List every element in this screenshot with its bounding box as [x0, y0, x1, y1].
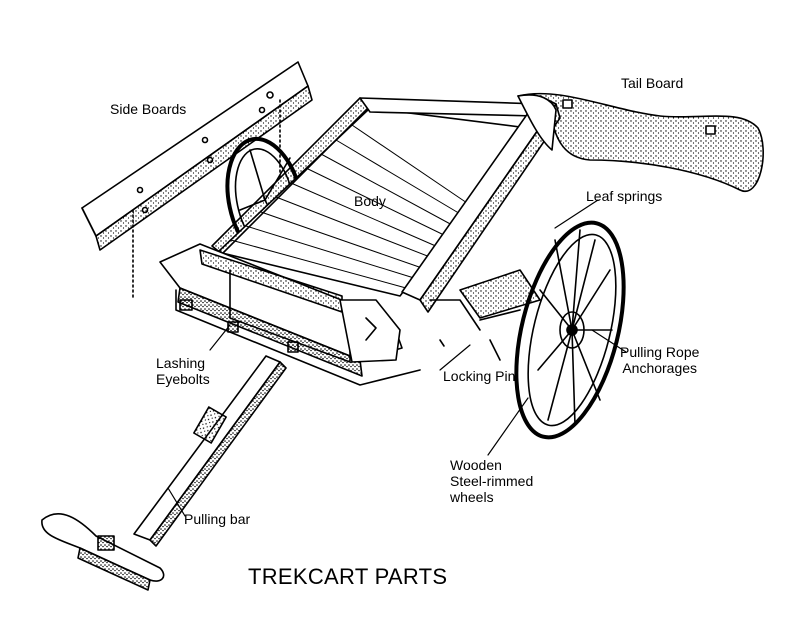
label-wooden-wheels-line2: Steel-rimmed: [450, 473, 534, 489]
label-wooden-wheels-line3: wheels: [450, 489, 494, 505]
label-leaf-springs: Leaf springs: [586, 188, 663, 204]
leader-lines: [167, 199, 627, 517]
label-pulling-rope-line1: Pulling Rope: [620, 344, 700, 360]
label-tail-board: Tail Board: [621, 75, 684, 91]
front-board-part: [159, 243, 481, 386]
leaf-spring-part: [459, 269, 541, 361]
label-wooden-wheels-line1: Wooden: [450, 457, 502, 473]
label-body: Body: [354, 193, 386, 209]
label-pulling-bar: Pulling bar: [184, 511, 251, 527]
label-lashing-eyebolts-line1: Lashing: [156, 355, 206, 371]
tail-board-part: [517, 92, 764, 193]
front-wheel-part: [514, 220, 626, 440]
cart-body-part: [211, 95, 561, 313]
label-pulling-rope-line2: Anchorages: [622, 360, 698, 376]
label-pulling-rope-anchorages: Pulling Rope Anchorages: [620, 344, 699, 376]
label-lashing-eyebolts: Lashing Eyebolts: [156, 355, 210, 387]
label-locking-pin: Locking Pin: [443, 368, 516, 384]
label-side-boards: Side Boards: [110, 101, 187, 117]
label-wooden-wheels: Wooden Steel-rimmed wheels: [450, 457, 533, 505]
side-boards-part: [81, 61, 313, 301]
pulling-bar-part: [41, 355, 287, 591]
label-lashing-eyebolts-line2: Eyebolts: [156, 371, 210, 387]
diagram-title: TREKCART PARTS: [248, 564, 448, 589]
